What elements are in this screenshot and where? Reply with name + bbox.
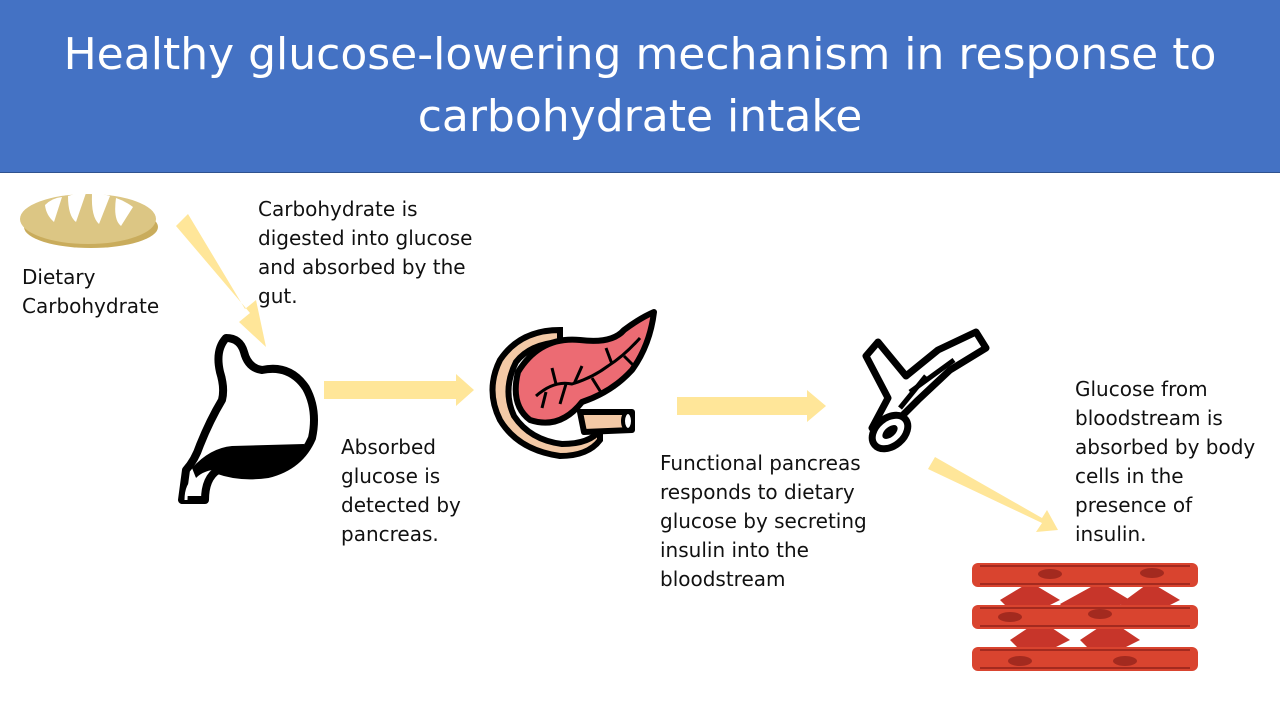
title-bar: Healthy glucose-lowering mechanism in re… (0, 0, 1280, 173)
bread-icon (20, 193, 158, 248)
muscle-cells-icon (972, 563, 1198, 671)
arrow-stomach-to-pancreas (324, 374, 474, 406)
blood-vessel-icon (862, 328, 990, 453)
label-pancreas-secreting-insulin: Functional pancreas responds to dietary … (660, 451, 867, 591)
arrow-pancreas-to-vessel (677, 390, 826, 422)
pancreas-icon (489, 309, 657, 460)
label-glucose-absorbed-by-cells: Glucose from bloodstream is absorbed by … (1075, 377, 1256, 546)
diagram-title: Healthy glucose-lowering mechanism in re… (63, 29, 1217, 142)
stomach-icon (178, 334, 318, 504)
label-dietary-carbohydrate: Dietary Carbohydrate (22, 265, 160, 318)
arrow-vessel-to-muscle (928, 457, 1058, 532)
label-glucose-detected: Absorbed glucose is detected by pancreas… (341, 435, 461, 546)
label-carbohydrate-digested: Carbohydrate is digested into glucose an… (258, 197, 473, 308)
arrow-bread-to-stomach (176, 214, 266, 347)
